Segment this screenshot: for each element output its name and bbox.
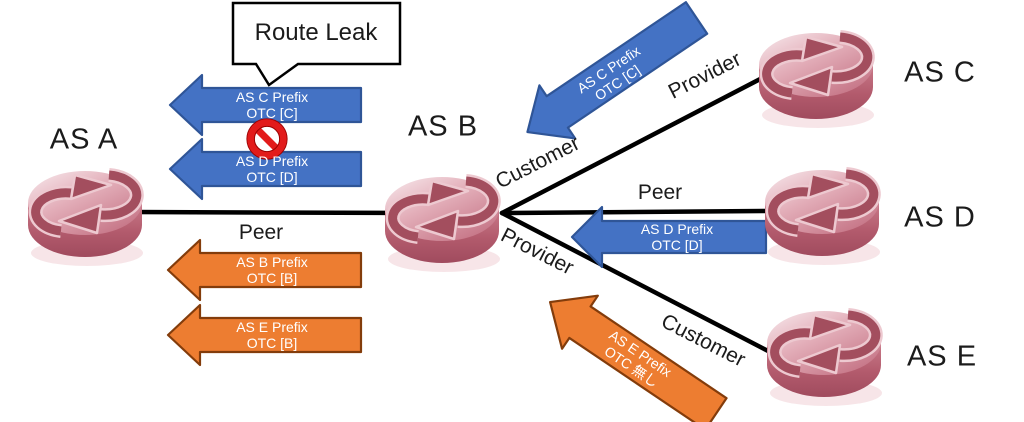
- route-leak-label: Route Leak: [254, 19, 378, 46]
- link-a-b: [129, 209, 403, 216]
- node-label-as-c: AS C: [904, 56, 976, 89]
- announcement-caption-e-prefix-to-a: AS E Prefix OTC [B]: [236, 319, 308, 351]
- router-icon-as-b: [385, 177, 500, 272]
- node-label-as-e: AS E: [906, 340, 978, 373]
- announcement-arrow-d-prefix-to-b: [570, 205, 768, 269]
- announcement-arrow-c-prefix-to-a: [168, 73, 363, 137]
- node-label-as-d: AS D: [904, 201, 976, 234]
- link-b-c: [499, 72, 771, 216]
- router-icon-as-a: [28, 171, 143, 266]
- router-icon-as-e: [767, 311, 882, 406]
- announcement-caption-b-prefix-to-a: AS B Prefix OTC [B]: [236, 254, 308, 286]
- node-label-as-a: AS A: [49, 123, 119, 156]
- route-leak-callout: [231, 1, 402, 87]
- announcement-arrow-d-prefix-to-a: [168, 137, 363, 201]
- link-label-bd-peer: Peer: [637, 181, 683, 204]
- router-icon-as-c: [759, 33, 874, 128]
- router-icon-as-d: [765, 170, 880, 265]
- prohibited-icon: [246, 118, 288, 160]
- link-label-ab-peer: Peer: [238, 221, 284, 244]
- announcement-caption-d-prefix-to-a: AS D Prefix OTC [D]: [235, 153, 309, 185]
- link-b-d: [499, 208, 773, 216]
- announcement-arrow-b-prefix-to-a: [166, 238, 363, 302]
- announcement-caption-c-prefix-to-a: AS C Prefix OTC [C]: [235, 89, 309, 121]
- announcement-arrow-e-prefix-to-a: [166, 303, 363, 367]
- node-label-as-b: AS B: [407, 110, 479, 143]
- announcement-arrow-c-prefix-to-b: [526, 1, 709, 140]
- announcement-caption-d-prefix-to-b: AS D Prefix OTC [D]: [640, 221, 714, 253]
- announcement-arrow-e-prefix-to-b: [548, 294, 728, 422]
- link-b-e: [499, 210, 773, 355]
